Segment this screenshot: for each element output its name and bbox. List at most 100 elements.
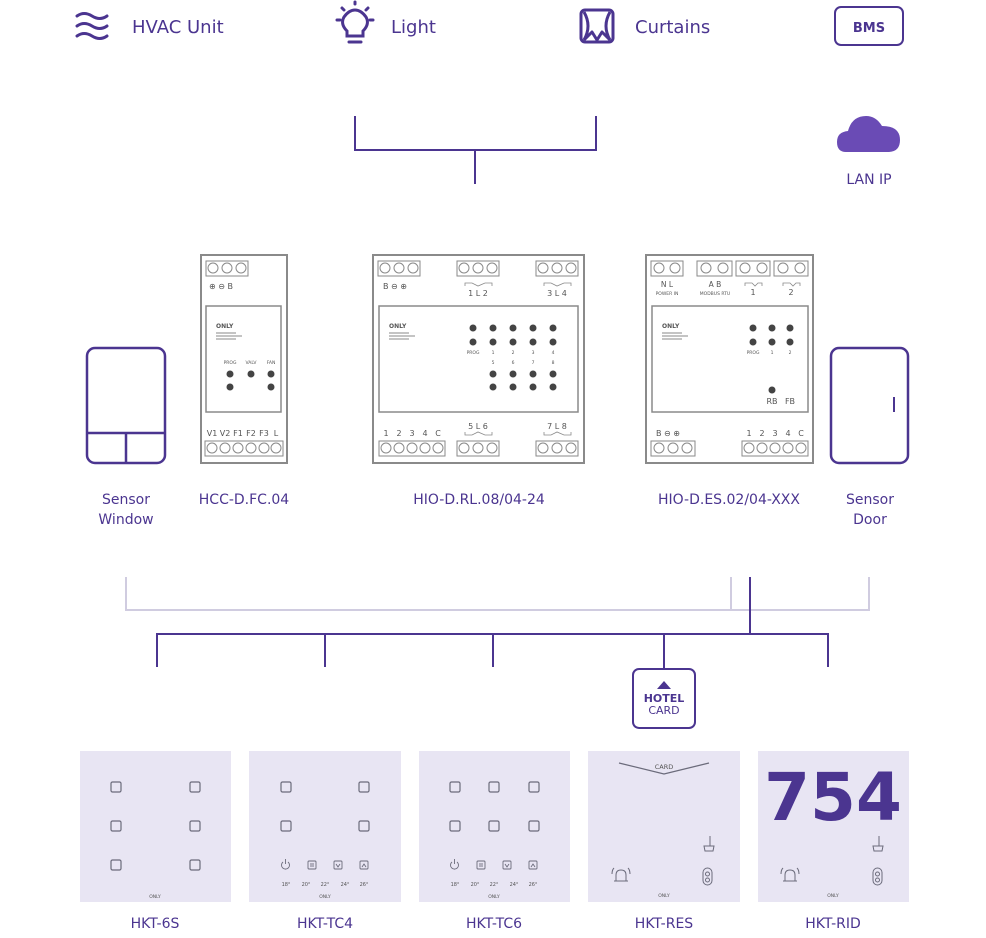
legend-light: Light — [335, 0, 436, 44]
hio-es-power-in-label: POWER IN — [656, 291, 679, 297]
do-not-disturb-icon — [872, 867, 883, 886]
hkt-tc6-brand: ONLY — [488, 894, 500, 900]
hkt-res-brand: ONLY — [658, 893, 670, 899]
card-slot-icon — [618, 762, 710, 775]
hkt-res-name: HKT-RES — [635, 916, 694, 932]
mode-icon — [307, 860, 317, 870]
hio-es-module-name: HIO-D.ES.02/04-XXX — [658, 492, 800, 508]
keypad-button — [189, 859, 201, 871]
hio-rl-bottom-1: 1 — [383, 429, 388, 438]
hio-rl-led-prog: PROG — [467, 350, 480, 356]
keypad-button — [488, 820, 500, 832]
hcc-led-label-fan: FAN — [267, 360, 276, 366]
bms-badge: BMS — [834, 6, 904, 46]
hio-es-bottom-3: 3 — [772, 429, 777, 438]
hio-es-bottom-4: 4 — [785, 429, 790, 438]
keypad-button — [528, 781, 540, 793]
hio-rl-led-2: 2 — [512, 350, 515, 356]
power-icon — [450, 859, 459, 870]
hio-es-bottom-c: C — [798, 429, 804, 438]
hio-rl-top-left-terminals: B ⊖ ⊕ — [383, 282, 407, 291]
hvac-label: HVAC Unit — [132, 17, 224, 38]
hkt-tc4-temp-18: 18° — [282, 882, 291, 888]
keypad-button — [110, 859, 122, 871]
fan-up-icon — [359, 860, 369, 870]
hkt-rid-name: HKT-RID — [805, 916, 861, 932]
room-number: 754 — [764, 759, 902, 836]
sensor-door-line1: Sensor — [846, 492, 894, 508]
keypad-button — [449, 820, 461, 832]
keypad-button — [358, 820, 370, 832]
hcc-module-name: HCC-D.FC.04 — [199, 492, 290, 508]
keypad-hkt-6s: ONLY HKT-6S — [80, 751, 231, 932]
hvac-icon — [75, 12, 109, 40]
hio-rl-bottom-2: 2 — [396, 429, 401, 438]
hio-es-led-1: 1 — [771, 350, 774, 356]
keypad-button — [280, 781, 292, 793]
hio-rl-module-name: HIO-D.RL.08/04-24 — [413, 492, 545, 508]
hkt-tc6-name: HKT-TC6 — [466, 916, 522, 932]
keypad-bus-line — [156, 577, 829, 669]
hio-rl-top-right-terminals: 3 L 4 — [547, 289, 567, 298]
hcc-bottom-term-f3: F3 — [259, 429, 269, 438]
hkt-tc6-temp-22: 22° — [490, 882, 499, 888]
hcc-led-label-valv: VALV — [246, 360, 258, 366]
sensor-door: Sensor Door — [829, 346, 910, 528]
hio-rl-led-4: 4 — [552, 350, 555, 356]
hcc-bottom-term-f1: F1 — [233, 429, 243, 438]
cloud-icon — [837, 116, 900, 152]
hcc-bottom-term-v2: V2 — [220, 429, 231, 438]
hcc-module: ⊕ ⊖ B ONLY PROG VALV FAN V1 V2 F1 F2 F3 … — [199, 254, 290, 508]
keypad-button — [449, 781, 461, 793]
legend-bracket-line — [354, 116, 597, 184]
do-not-disturb-icon — [702, 867, 713, 886]
power-icon — [281, 859, 290, 870]
hio-rl-led-7: 7 — [532, 360, 535, 366]
hkt-6s-brand: ONLY — [149, 894, 161, 900]
hio-es-bottom-1: 1 — [746, 429, 751, 438]
keypad-hkt-rid: 754 ONLY HKT-RID — [758, 751, 909, 932]
hotel-card-reader: HOTEL CARD — [632, 668, 696, 729]
hio-es-modbus-label: MODBUS RTU — [700, 291, 730, 297]
keypad-button — [110, 820, 122, 832]
hio-rl-brand: ONLY — [389, 323, 407, 330]
keypad-button — [189, 781, 201, 793]
hio-rl-bottom-4: 4 — [422, 429, 427, 438]
hcc-led-label-prog: PROG — [224, 360, 237, 366]
cleaning-icon — [872, 836, 884, 852]
hio-es-power-terminals: N L — [661, 280, 674, 289]
hio-rl-module: B ⊖ ⊕ 1 L 2 3 L 4 ONLY PROG 1 2 3 4 5 6 … — [372, 254, 585, 508]
fan-up-icon — [528, 860, 538, 870]
fan-down-icon — [502, 860, 512, 870]
cleaning-icon — [703, 836, 715, 852]
legend-hvac: HVAC Unit — [75, 12, 224, 40]
hkt-res-card-label: CARD — [655, 763, 674, 771]
keypad-hkt-tc4: 18° 20° 22° 24° 26° ONLY HKT-TC4 — [249, 751, 401, 932]
hkt-tc4-temp-22: 22° — [321, 882, 330, 888]
light-bulb-icon — [335, 0, 375, 44]
hcc-brand: ONLY — [216, 323, 234, 330]
hio-es-bottom-left-terminals: B ⊖ ⊕ — [656, 429, 680, 438]
hio-es-brand: ONLY — [662, 323, 680, 330]
hkt-tc4-temp-20: 20° — [302, 882, 311, 888]
hkt-6s-name: HKT-6S — [131, 916, 180, 932]
hio-rl-led-6: 6 — [512, 360, 515, 366]
hio-es-relay-1: 1 — [750, 288, 755, 297]
hcc-bottom-term-v1: V1 — [207, 429, 218, 438]
hotel-card-line2: CARD — [648, 704, 679, 717]
sensor-window-line1: Sensor — [102, 492, 150, 508]
hkt-tc4-temp-26: 26° — [360, 882, 369, 888]
keypad-hkt-tc6: 18° 20° 22° 24° 26° ONLY HKT-TC6 — [419, 751, 570, 932]
lan-ip-cloud: LAN IP — [837, 116, 900, 188]
hkt-tc6-temp-20: 20° — [471, 882, 480, 888]
keypad-button — [280, 820, 292, 832]
hio-es-led-2: 2 — [789, 350, 792, 356]
hcc-top-terminals: ⊕ ⊖ B — [209, 282, 233, 291]
hio-rl-bottom-mid-terminals: 5 L 6 — [468, 422, 488, 431]
mode-icon — [476, 860, 486, 870]
hio-es-rb-label: RB — [766, 397, 777, 406]
hio-rl-bottom-right-terminals: 7 L 8 — [547, 422, 567, 431]
light-label: Light — [391, 17, 436, 38]
hio-rl-top-mid-terminals: 1 L 2 — [468, 289, 488, 298]
sensor-window-line2: Window — [98, 512, 153, 528]
